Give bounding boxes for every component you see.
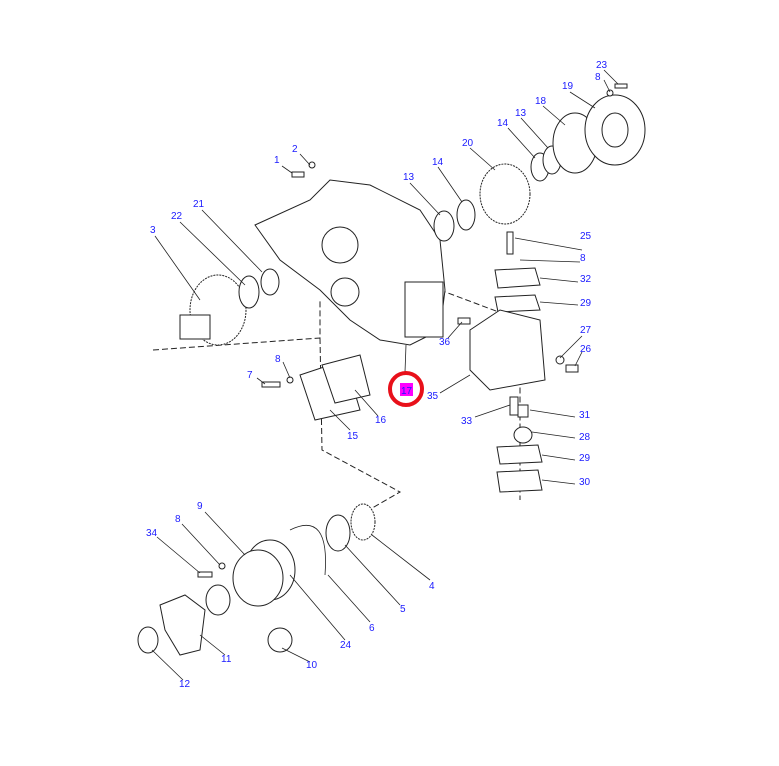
mount-28 [513,426,533,444]
callout-23[interactable]: 23 [596,60,608,71]
callout-33[interactable]: 33 [461,416,473,427]
callout-31[interactable]: 31 [579,410,591,421]
housing-pad [404,281,444,338]
bearing-4 [350,503,376,541]
bearing-22 [238,275,260,309]
callout-8[interactable]: 8 [275,354,281,365]
callout-5[interactable]: 5 [400,604,406,615]
callout-22[interactable]: 22 [171,211,183,222]
callout-10[interactable]: 10 [306,660,318,671]
ring-5 [325,514,351,552]
callout-12[interactable]: 12 [179,679,191,690]
cover-19-bore [601,112,629,148]
bolt-26 [565,364,579,373]
bolt-7 [261,381,281,388]
washer-2 [308,161,316,169]
plate-32 [494,267,541,289]
callout-15[interactable]: 15 [347,431,359,442]
callout-1[interactable]: 1 [274,155,280,166]
plate-29b [496,444,543,465]
cage-9 [232,549,284,607]
strap-10 [267,627,293,653]
leader-lines [151,69,619,681]
gasket-16 [321,354,371,404]
pin-36 [457,317,471,325]
callout-8[interactable]: 8 [175,514,181,525]
snap-ring-6 [289,525,326,576]
yoke-11 [159,594,206,656]
callout-labels: 2381918131420141321212232583229272636358… [146,60,608,690]
highlight-box[interactable] [400,383,413,396]
washer-8 [286,376,294,384]
callout-14[interactable]: 14 [497,118,509,129]
bolt-25 [506,231,514,255]
callout-13[interactable]: 13 [403,172,415,183]
bushing-31 [517,404,529,418]
callout-2[interactable]: 2 [292,144,298,155]
housing-bore [330,277,360,307]
callout-21[interactable]: 21 [193,199,205,210]
bolt-1 [291,171,305,178]
bolt-23 [614,83,628,89]
callout-19[interactable]: 19 [562,81,574,92]
callout-24[interactable]: 24 [340,640,352,651]
plate-29 [494,294,541,313]
callout-27[interactable]: 27 [580,325,592,336]
highlight-ring [388,371,424,407]
callout-9[interactable]: 9 [197,501,203,512]
spacer-33 [509,396,519,416]
plate-30 [496,469,543,493]
callout-4[interactable]: 4 [429,581,435,592]
callout-3[interactable]: 3 [150,225,156,236]
callout-14[interactable]: 14 [432,157,444,168]
callout-7[interactable]: 7 [247,370,253,381]
callout-29[interactable]: 29 [580,298,592,309]
shaft-3 [179,314,211,340]
bracket-35 [469,309,546,391]
housing-bore [321,226,359,264]
callout-34[interactable]: 34 [146,528,158,539]
gear-20 [479,163,531,225]
callout-32[interactable]: 32 [580,274,592,285]
callout-16[interactable]: 16 [375,415,387,426]
callout-30[interactable]: 30 [579,477,591,488]
callout-20[interactable]: 20 [462,138,474,149]
callout-28[interactable]: 28 [579,432,591,443]
callout-8[interactable]: 8 [580,253,586,264]
callout-26[interactable]: 26 [580,344,592,355]
bearing-14 [456,199,476,231]
cap-12 [137,626,159,654]
washer-8a [606,89,614,97]
callout-25[interactable]: 25 [580,231,592,242]
washer-8d [218,562,226,570]
callout-29[interactable]: 29 [579,453,591,464]
callout-36[interactable]: 36 [439,337,451,348]
callout-11[interactable]: 11 [221,654,232,665]
bolt-34 [197,571,213,578]
ring-21 [260,268,280,296]
callout-6[interactable]: 6 [369,623,375,634]
callout-13[interactable]: 13 [515,108,527,119]
callout-18[interactable]: 18 [535,96,547,107]
callout-35[interactable]: 35 [427,391,439,402]
highlight-callout[interactable]: 17 [401,386,413,397]
seal [205,584,231,616]
washer-27 [555,355,565,365]
ring-13 [433,210,455,242]
callout-8[interactable]: 8 [595,72,601,83]
